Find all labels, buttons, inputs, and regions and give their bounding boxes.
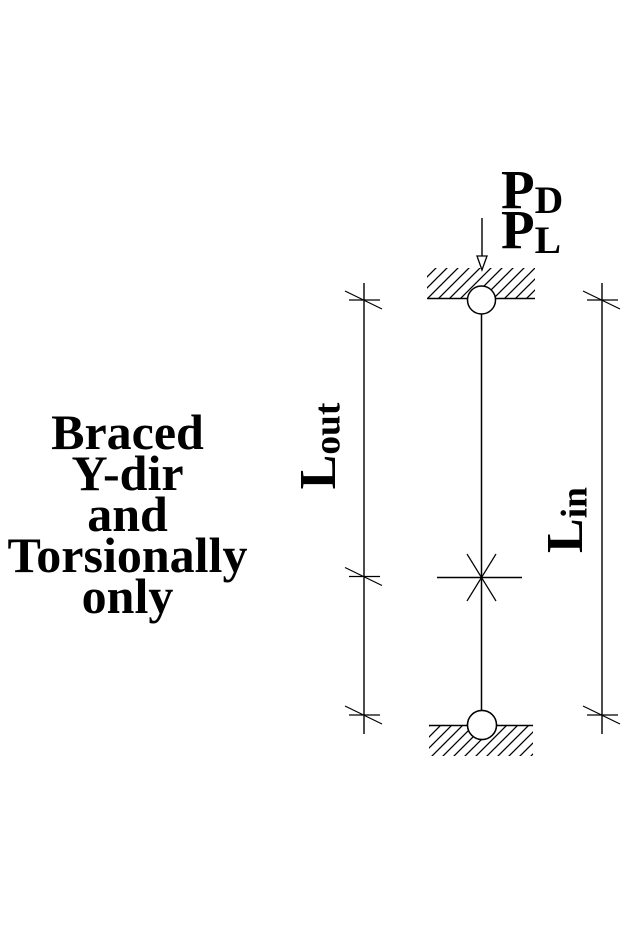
dim-label-lin: Lin xyxy=(537,487,596,553)
bracing-note-line: Torsionally xyxy=(7,527,248,583)
bracing-note-line: and xyxy=(87,486,168,542)
bracing-note: Braced Y-dir and Torsionally only xyxy=(0,404,255,624)
dimension-line-left xyxy=(344,283,383,734)
load-label-pd: PD xyxy=(501,159,564,222)
load-labels: PD PL xyxy=(501,159,564,262)
top-pin-circle xyxy=(466,285,497,315)
load-label-pl: PL xyxy=(501,199,562,262)
bottom-pin-circle-overlay xyxy=(466,709,498,741)
bracing-note-line: Braced xyxy=(51,404,204,460)
bracing-note-line: Y-dir xyxy=(71,445,184,501)
load-arrow-icon xyxy=(476,218,488,272)
dim-label-lout: Lout xyxy=(290,402,349,490)
bracing-note-line: only xyxy=(81,568,174,624)
brace-point-mark xyxy=(437,553,522,602)
dimension-line-right xyxy=(582,283,621,734)
